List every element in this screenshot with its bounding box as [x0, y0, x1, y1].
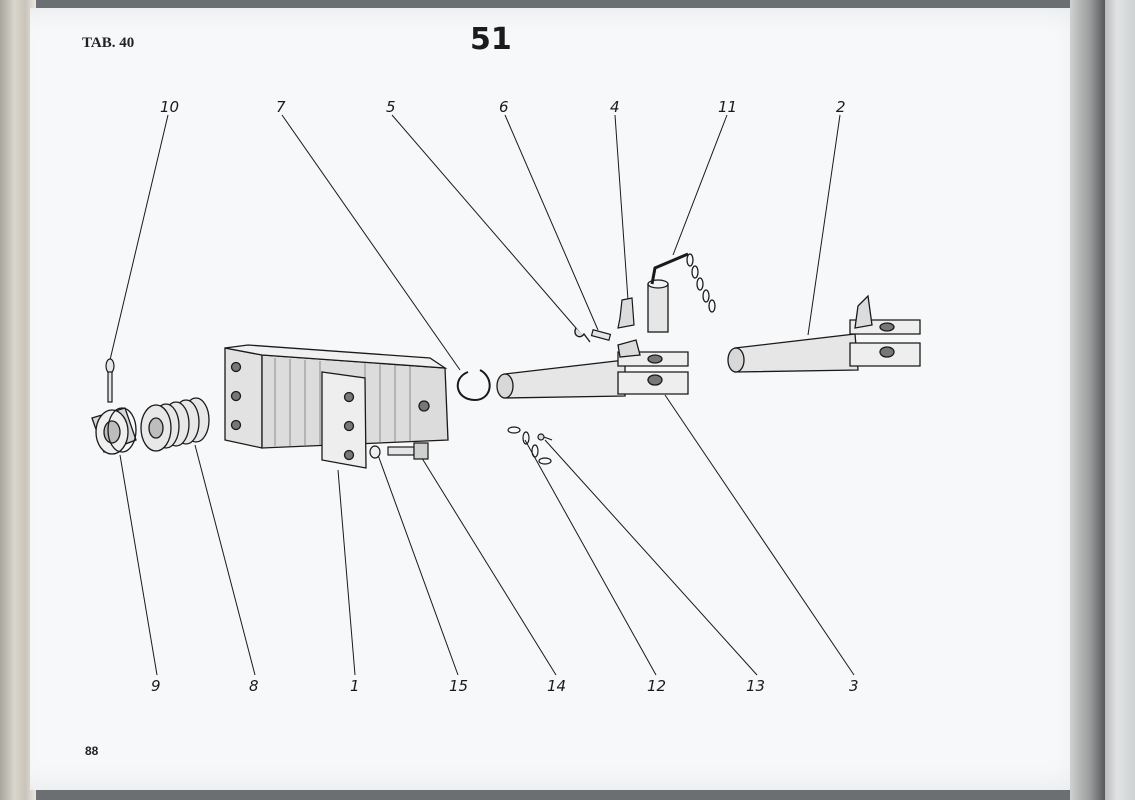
- part-latch: [617, 297, 635, 329]
- leader-3: [664, 394, 855, 676]
- part-drawbar-rear: [727, 294, 921, 373]
- callout-13: 13: [746, 677, 766, 695]
- callout-6: 6: [499, 98, 509, 116]
- part-chain-small: [507, 426, 552, 465]
- leader-8: [194, 444, 256, 676]
- facing-page-edge: [1105, 0, 1135, 800]
- callout-4: 4: [610, 98, 620, 116]
- callout-11: 11: [718, 98, 738, 116]
- leader-5: [391, 114, 583, 336]
- table-label: TAB. 40: [82, 35, 135, 51]
- part-clip: [574, 327, 591, 343]
- book-gutter: [1070, 0, 1110, 800]
- callout-10: 10: [160, 98, 180, 116]
- callout-9: 9: [151, 677, 161, 695]
- leader-12: [524, 439, 657, 676]
- callout-2: 2: [836, 98, 846, 116]
- leader-11: [672, 114, 728, 256]
- part-bolt: [387, 442, 429, 460]
- leader-1: [337, 469, 356, 676]
- callout-14: 14: [547, 677, 567, 695]
- leader-10: [109, 114, 169, 361]
- leader-15: [377, 454, 459, 676]
- leader-14: [419, 454, 557, 676]
- callout-7: 7: [276, 98, 286, 116]
- page-number: 88: [85, 744, 99, 758]
- callout-1: 1: [350, 677, 360, 695]
- callout-8: 8: [249, 677, 259, 695]
- callout-12: 12: [647, 677, 667, 695]
- part-pin-small: [590, 329, 612, 341]
- leader-9: [119, 454, 158, 676]
- part-screw-small: [537, 433, 553, 441]
- part-drawbar-front: [496, 339, 689, 399]
- plate-number: 51: [470, 22, 512, 57]
- part-snap-ring: [456, 369, 491, 402]
- callout-15: 15: [449, 677, 469, 695]
- callout-5: 5: [386, 98, 396, 116]
- part-bracket: [224, 344, 449, 469]
- leader-2: [807, 114, 841, 336]
- leader-4: [614, 114, 629, 301]
- leader-7: [281, 114, 461, 371]
- part-cotter-pin: [105, 358, 115, 403]
- part-pin-chain: [647, 252, 716, 333]
- part-end-cap: [91, 407, 137, 455]
- leader-13: [544, 439, 758, 676]
- leader-6: [504, 114, 599, 331]
- callout-3: 3: [849, 677, 859, 695]
- catalog-page: [30, 8, 1100, 790]
- part-spring: [140, 397, 210, 452]
- part-washer: [369, 445, 381, 459]
